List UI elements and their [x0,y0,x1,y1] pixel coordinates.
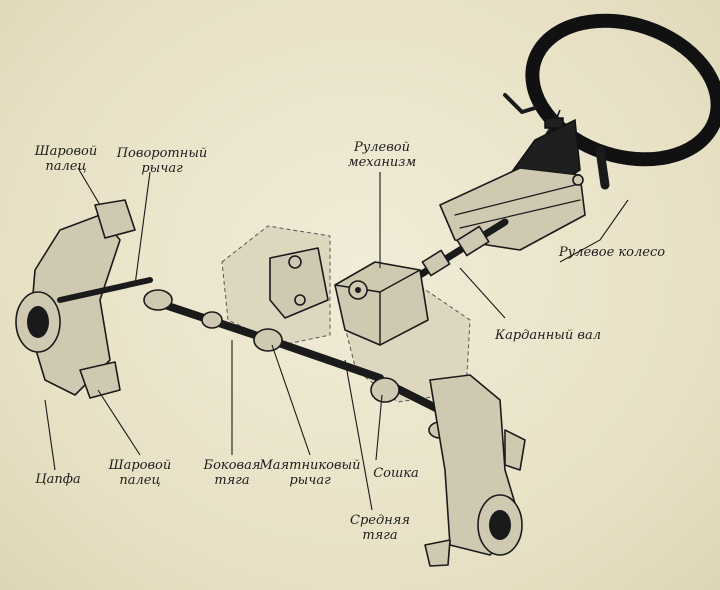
left-knuckle-drawing [15,199,153,399]
label-side-rod-line1: Боковая [203,458,261,473]
label-ball-pin-top: Шаровой палец [30,144,102,174]
label-steering-arm-line1: Поворотный [116,146,208,161]
leader-lines [44,167,629,511]
right-knuckle-drawing [424,374,526,567]
label-idler-arm: Маятниковый рычаг [254,458,366,488]
label-center-rod-line2: тяга [362,528,398,543]
label-pitman-arm: Сошка [366,466,426,481]
label-ball-pin-bottom: Шаровой палец [100,458,180,488]
label-cardan-shaft-line1: Карданный вал [495,328,601,343]
label-steering-arm-line2: рычаг [141,161,183,176]
steering-gear-drawing [334,261,429,346]
label-ball-pin-top-line2: палец [45,159,87,174]
label-side-rod-line2: тяга [214,473,250,488]
cardan-shaft-drawing [416,218,509,279]
label-steering-gear: Рулевой механизм [332,140,432,170]
label-pitman-arm-line1: Сошка [373,466,419,481]
label-ball-pin-bottom-line2: палец [119,473,161,488]
label-knuckle: Цапфа [28,472,88,487]
label-idler-arm-line1: Маятниковый [259,458,361,473]
idler-bracket-drawing [269,247,329,319]
steering-column-drawing [439,118,586,251]
label-steering-wheel: Рулевое колесо [556,245,668,260]
label-steering-wheel-line1: Рулевое колесо [558,245,666,260]
label-cardan-shaft: Карданный вал [492,328,604,343]
label-ball-pin-top-line1: Шаровой [34,144,98,159]
label-steering-arm: Поворотный рычаг [112,146,212,176]
label-knuckle-line1: Цапфа [35,472,81,487]
label-ball-pin-bottom-line1: Шаровой [108,458,172,473]
label-side-rod: Боковая тяга [194,458,270,488]
label-idler-arm-line2: рычаг [289,473,331,488]
label-center-rod: Средняя тяга [342,513,418,543]
tie-rods-drawing [143,289,484,439]
label-steering-gear-line1: Рулевой [353,140,411,155]
label-steering-gear-line2: механизм [347,155,417,170]
label-center-rod-line1: Средняя [350,513,410,528]
